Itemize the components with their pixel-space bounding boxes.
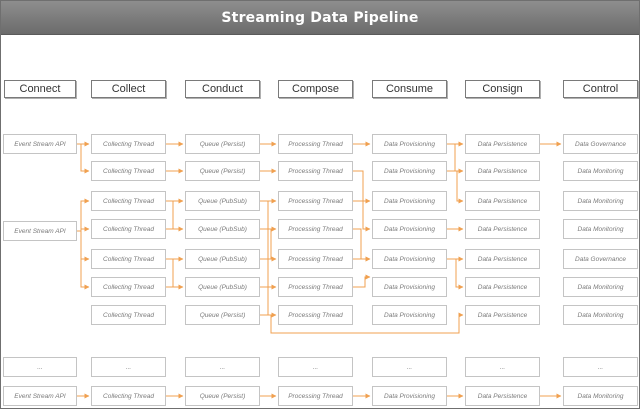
column-header-connect: Connect bbox=[4, 80, 76, 98]
collect-node: Collecting Thread bbox=[91, 305, 166, 325]
connector-arrow bbox=[447, 170, 464, 204]
title-bar: Streaming Data Pipeline bbox=[1, 1, 639, 35]
ellipsis-node: ... bbox=[465, 357, 540, 377]
processing-node: Processing Thread bbox=[278, 277, 353, 297]
connector-arrow bbox=[353, 228, 371, 262]
monitoring-node: Data Monitoring bbox=[563, 219, 638, 239]
column-header-compose: Compose bbox=[278, 80, 353, 98]
source-node: Event Stream API bbox=[3, 386, 77, 406]
ellipsis-node: ... bbox=[563, 357, 638, 377]
monitoring-node: Data Monitoring bbox=[563, 277, 638, 297]
queue-node: Queue (PubSub) bbox=[185, 191, 260, 211]
provisioning-node: Data Provisioning bbox=[372, 305, 447, 325]
connector-arrow bbox=[447, 143, 464, 174]
collect-node: Collecting Thread bbox=[91, 191, 166, 211]
provisioning-node: Data Provisioning bbox=[372, 191, 447, 211]
source-node: Event Stream API bbox=[3, 134, 77, 154]
processing-node: Processing Thread bbox=[278, 191, 353, 211]
collect-node: Collecting Thread bbox=[91, 386, 166, 406]
provisioning-node: Data Provisioning bbox=[372, 386, 447, 406]
processing-node: Processing Thread bbox=[278, 249, 353, 269]
queue-node: Queue (Persist) bbox=[185, 305, 260, 325]
provisioning-node: Data Provisioning bbox=[372, 249, 447, 269]
connector-arrow bbox=[260, 312, 464, 334]
governance-node: Data Governance bbox=[563, 134, 638, 154]
persistence-node: Data Persistence bbox=[465, 219, 540, 239]
persistence-node: Data Persistence bbox=[465, 249, 540, 269]
provisioning-node: Data Provisioning bbox=[372, 219, 447, 239]
ellipsis-node: ... bbox=[278, 357, 353, 377]
processing-node: Processing Thread bbox=[278, 134, 353, 154]
persistence-node: Data Persistence bbox=[465, 161, 540, 181]
queue-node: Queue (Persist) bbox=[185, 134, 260, 154]
diagram-title: Streaming Data Pipeline bbox=[221, 9, 419, 26]
column-header-conduct: Conduct bbox=[185, 80, 260, 98]
column-header-collect: Collect bbox=[91, 80, 166, 98]
collect-node: Collecting Thread bbox=[91, 277, 166, 297]
processing-node: Processing Thread bbox=[278, 219, 353, 239]
monitoring-node: Data Monitoring bbox=[563, 305, 638, 325]
connector-arrow bbox=[353, 274, 371, 288]
connector-arrow bbox=[80, 259, 90, 290]
persistence-node: Data Persistence bbox=[465, 191, 540, 211]
processing-node: Processing Thread bbox=[278, 386, 353, 406]
persistence-node: Data Persistence bbox=[465, 305, 540, 325]
connector-arrow bbox=[80, 144, 90, 174]
persistence-node: Data Persistence bbox=[465, 277, 540, 297]
monitoring-node: Data Monitoring bbox=[563, 191, 638, 211]
connector-arrow bbox=[267, 201, 277, 318]
connector-arrow bbox=[353, 200, 371, 232]
column-header-consume: Consume bbox=[372, 80, 447, 98]
connector-arrow bbox=[80, 231, 90, 262]
monitoring-node: Data Monitoring bbox=[563, 386, 638, 406]
queue-node: Queue (PubSub) bbox=[185, 277, 260, 297]
collect-node: Collecting Thread bbox=[91, 219, 166, 239]
ellipsis-node: ... bbox=[372, 357, 447, 377]
collect-node: Collecting Thread bbox=[91, 134, 166, 154]
queue-node: Queue (PubSub) bbox=[185, 249, 260, 269]
ellipsis-node: ... bbox=[91, 357, 166, 377]
collect-node: Collecting Thread bbox=[91, 249, 166, 269]
provisioning-node: Data Provisioning bbox=[372, 161, 447, 181]
column-header-consign: Consign bbox=[465, 80, 540, 98]
ellipsis-node: ... bbox=[3, 357, 77, 377]
queue-node: Queue (Persist) bbox=[185, 386, 260, 406]
source-node: Event Stream API bbox=[3, 221, 77, 241]
connector-arrow bbox=[447, 258, 464, 290]
governance-node: Data Governance bbox=[563, 249, 638, 269]
provisioning-node: Data Provisioning bbox=[372, 134, 447, 154]
monitoring-node: Data Monitoring bbox=[563, 161, 638, 181]
ellipsis-node: ... bbox=[185, 357, 260, 377]
connector-arrow bbox=[77, 198, 90, 232]
persistence-node: Data Persistence bbox=[465, 134, 540, 154]
queue-node: Queue (PubSub) bbox=[185, 219, 260, 239]
connector-arrow bbox=[353, 170, 371, 204]
column-header-control: Control bbox=[563, 80, 638, 98]
provisioning-node: Data Provisioning bbox=[372, 277, 447, 297]
processing-node: Processing Thread bbox=[278, 305, 353, 325]
queue-node: Queue (Persist) bbox=[185, 161, 260, 181]
persistence-node: Data Persistence bbox=[465, 386, 540, 406]
processing-node: Processing Thread bbox=[278, 161, 353, 181]
collect-node: Collecting Thread bbox=[91, 161, 166, 181]
